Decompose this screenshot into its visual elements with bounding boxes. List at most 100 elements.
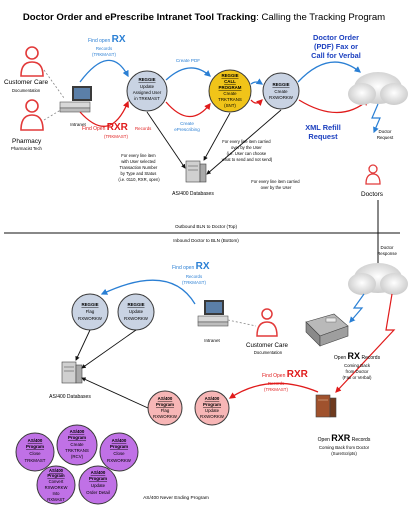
- svg-text:REGGIE: REGGIE: [127, 302, 144, 307]
- program-update-order-node: AS/400 Program Update Order Detail: [78, 465, 118, 505]
- open-rx-label-4: (Fax or Verbal): [342, 375, 372, 380]
- find-open-rx-arrow: [79, 59, 129, 83]
- svg-text:PROGRAM: PROGRAM: [219, 85, 242, 90]
- diagram-title: Doctor Order and ePrescribe Intranet Too…: [23, 12, 385, 23]
- find-open-rxr-table: (TRKMAST): [104, 134, 128, 139]
- find-open-rxr-bottom-label: Find Open RXR: [262, 369, 309, 380]
- internet-cloud-icon: [348, 263, 408, 295]
- svg-text:RXWORKW: RXWORKW: [200, 414, 225, 419]
- doctor-request-label-2: Request: [377, 135, 394, 140]
- find-open-rx-bottom-records: Records: [186, 274, 203, 279]
- svg-text:Flag: Flag: [86, 309, 95, 314]
- customer-care-label: Customer Care: [4, 79, 48, 86]
- reggie-update-rxworkw-node: REGGIE Update RXWORKW: [117, 293, 155, 331]
- svg-text:RXWORKW: RXWORKW: [153, 414, 178, 419]
- create-to-db-arrow: [206, 109, 282, 175]
- svg-text:RXWORKW: RXWORKW: [124, 316, 149, 321]
- update-to-db-arrow: [146, 111, 186, 169]
- surescripts-database-icon: [315, 394, 337, 418]
- outbound-label: Outbound BLN to Doctor (Top): [175, 224, 238, 229]
- program-convert-node: AS/400 Program Convert RXWORKW Into RXMA…: [36, 465, 76, 505]
- create-eprescribing-label: Create: [180, 121, 194, 126]
- create-eprescribing-arrow: [165, 101, 211, 118]
- pharmacy-sublabel: Pharmacist Tech: [11, 146, 43, 151]
- reggie-call-program-node: REGGIE CALL PROGRAM Create TRKTRANS (SNT…: [208, 69, 252, 113]
- customer-care-sublabel: Documentation: [12, 88, 41, 93]
- find-open-rxr-bottom-records: Records: [268, 381, 285, 386]
- svg-text:Update: Update: [91, 483, 106, 488]
- doctor-person-icon: [365, 164, 381, 185]
- svg-text:REGGIE: REGGIE: [81, 302, 98, 307]
- as400-flag-to-db-arrow: [81, 377, 149, 409]
- intranet-bottom-label: Intranet: [204, 338, 220, 343]
- svg-text:Program: Program: [203, 402, 221, 407]
- internet-cloud-icon: [348, 72, 408, 105]
- svg-text:REGGIE: REGGIE: [138, 77, 155, 82]
- database-icon: [185, 160, 207, 183]
- doctor-response-label-2: Response: [377, 251, 397, 256]
- open-rxr-label-3: (SureScripts): [331, 451, 357, 456]
- doctor-response-label: Doctor: [381, 245, 394, 250]
- intranet-top-label: Intranet: [70, 122, 86, 127]
- create-pdf-arrow: [165, 67, 211, 81]
- svg-text:Program: Program: [156, 402, 174, 407]
- find-open-rx-label: Find open RX: [88, 34, 126, 45]
- program-create-trktrans-node: AS/400 Program Create TRKTRANS (RCV): [56, 424, 98, 466]
- svg-text:TRKTRANS: TRKTRANS: [65, 448, 89, 453]
- open-rx-label-2: Coming Back: [344, 363, 371, 368]
- connector-line: [43, 69, 65, 99]
- never-ending-label: AS/400 Never Ending Program: [143, 495, 209, 501]
- svg-text:Program: Program: [26, 444, 44, 449]
- as400-update-node: AS/400 Program Update RXWORKW: [194, 390, 230, 426]
- flag-to-db-arrow: [75, 329, 91, 361]
- svg-text:RXWORKW: RXWORKW: [269, 95, 294, 100]
- program-close-trkmast-node: AS/400 Program Close TRKMAST: [15, 432, 55, 472]
- as400-bottom-label: AS/400 Databases: [49, 394, 91, 400]
- find-open-rxr-records: Records: [135, 126, 152, 131]
- customer-care-bottom-sublabel: Documentation: [254, 350, 283, 355]
- svg-text:Program: Program: [47, 473, 64, 478]
- svg-text:Update: Update: [140, 84, 155, 89]
- svg-text:AS/400: AS/400: [205, 396, 220, 401]
- pharmacy-person-icon: [20, 99, 44, 131]
- svg-text:TRKTRANS: TRKTRANS: [218, 97, 242, 102]
- every-line-top-note: For every line item carried over by the …: [222, 139, 273, 162]
- fax-machine-icon: [305, 313, 349, 347]
- svg-text:Create: Create: [274, 89, 288, 94]
- svg-text:in TRKMAST: in TRKMAST: [134, 96, 160, 101]
- svg-text:(SNT): (SNT): [224, 103, 236, 108]
- svg-text:Assigned User: Assigned User: [133, 90, 162, 95]
- svg-text:RXWORKW: RXWORKW: [78, 316, 103, 321]
- create-pdf-label: Create PDF: [176, 58, 200, 63]
- intranet-computer-icon: [59, 86, 92, 113]
- find-open-rx-records: Records: [96, 46, 113, 51]
- svg-text:REGGIE: REGGIE: [272, 82, 289, 87]
- lightning-icon: [349, 293, 365, 323]
- reggie-update-node: REGGIE Update Assigned User in TRKMAST: [126, 70, 168, 112]
- title-main: Doctor Order and ePrescribe Intranet Too…: [23, 12, 256, 23]
- find-open-rx-bottom-arrow: [100, 279, 196, 305]
- every-line-right-note: For every line item carried over by the …: [251, 179, 301, 190]
- reggie-flag-node: REGGIE Flag RXWORKW: [71, 293, 109, 331]
- svg-text:Program: Program: [110, 444, 128, 449]
- find-open-rxr-label: Find Open RXR: [82, 122, 129, 133]
- open-rx-label: Open RX Records: [334, 351, 381, 361]
- find-open-rxr-bottom-arrow: [228, 382, 319, 399]
- svg-text:Program: Program: [68, 435, 86, 440]
- find-open-rx-bottom-table: (TRKMAST): [182, 280, 206, 285]
- svg-text:Close: Close: [29, 451, 41, 456]
- xml-refill-label-2: Request: [308, 132, 338, 141]
- reggie-create-node: REGGIE Create RXWORKW: [262, 72, 300, 110]
- svg-text:CALL: CALL: [224, 79, 236, 84]
- svg-text:RXWORKW: RXWORKW: [107, 458, 132, 463]
- svg-text:Update: Update: [129, 309, 144, 314]
- fax-to-doctor-arrow: [297, 61, 362, 83]
- create-eprescribing-label-2: ePrescribing: [174, 127, 200, 132]
- svg-text:RXWORKW: RXWORKW: [45, 485, 68, 490]
- connector-line: [227, 319, 257, 327]
- open-rxr-label: Open RXR Records: [318, 433, 371, 443]
- svg-text:REGGIE: REGGIE: [221, 73, 238, 78]
- pharmacy-label: Pharmacy: [12, 138, 42, 145]
- update-to-db-arrow: [81, 329, 137, 369]
